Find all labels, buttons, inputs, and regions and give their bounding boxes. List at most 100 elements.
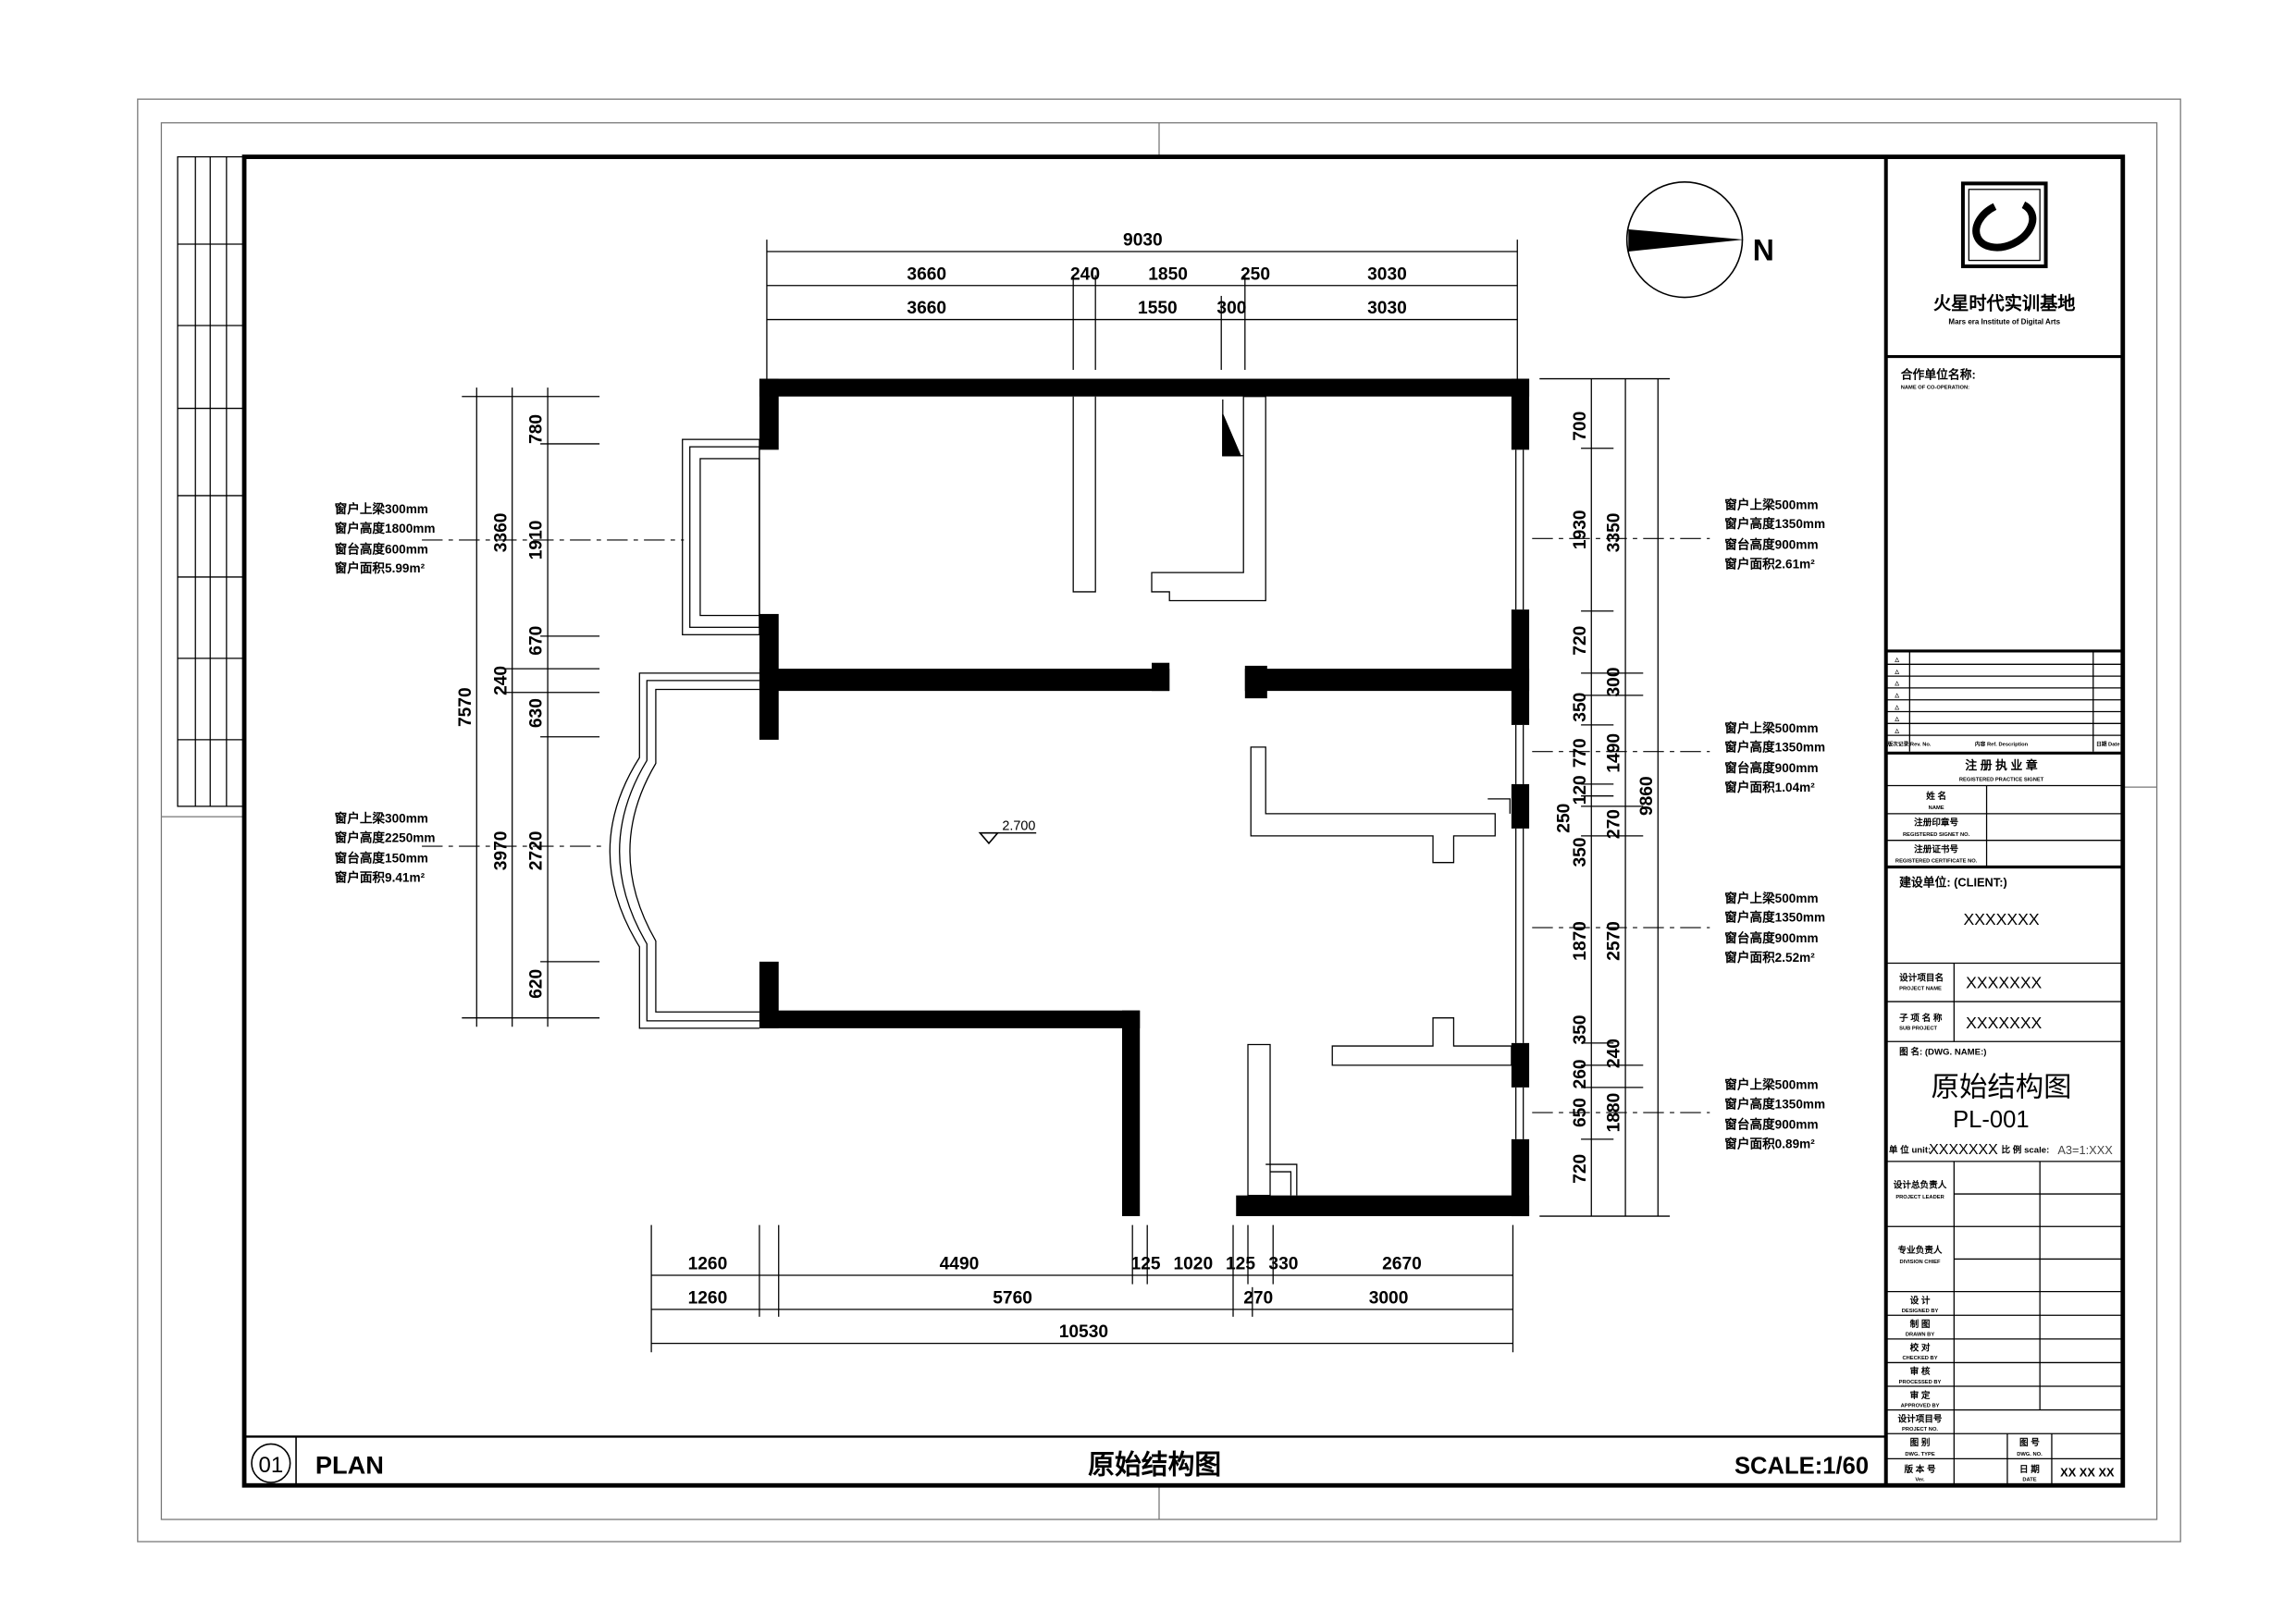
svg-text:版 本 号: 版 本 号: [1903, 1464, 1936, 1475]
svg-text:NAME: NAME: [1929, 805, 1944, 811]
svg-text:内容 Ref. Description: 内容 Ref. Description: [1975, 740, 2029, 747]
svg-text:3030: 3030: [1367, 264, 1407, 284]
window-leader-lines: [422, 537, 1710, 1113]
svg-text:窗户上梁500mm: 窗户上梁500mm: [1724, 720, 1818, 735]
svg-text:N: N: [1753, 234, 1774, 267]
svg-text:窗户上梁500mm: 窗户上梁500mm: [1724, 891, 1818, 905]
svg-text:250: 250: [1241, 264, 1270, 284]
svg-text:PROJECT NAME: PROJECT NAME: [1899, 986, 1942, 991]
svg-text:窗户高度1350mm: 窗户高度1350mm: [1724, 1096, 1825, 1111]
svg-text:窗台高度900mm: 窗台高度900mm: [1724, 930, 1818, 945]
svg-text:PROCESSED BY: PROCESSED BY: [1899, 1380, 1942, 1385]
svg-text:窗户高度1800mm: 窗户高度1800mm: [335, 521, 436, 535]
svg-text:2.700: 2.700: [1002, 818, 1035, 833]
svg-text:720: 720: [1571, 1154, 1590, 1184]
svg-text:300: 300: [1605, 668, 1624, 697]
svg-text:窗户面积2.61m²: 窗户面积2.61m²: [1724, 556, 1815, 571]
svg-text:2570: 2570: [1605, 921, 1624, 961]
elevation-mark: 2.700: [978, 818, 1037, 845]
svg-text:日 期: 日 期: [2019, 1464, 2040, 1475]
svg-text:窗户上梁500mm: 窗户上梁500mm: [1724, 497, 1818, 511]
window-annotations-left: 窗户上梁300mm 窗户高度1800mm 窗台高度600mm 窗户面积5.99m…: [335, 501, 436, 884]
svg-text:DESIGNED BY: DESIGNED BY: [1902, 1309, 1939, 1314]
svg-text:CHECKED BY: CHECKED BY: [1903, 1356, 1938, 1361]
svg-text:XXXXXXX: XXXXXXX: [1966, 974, 2042, 992]
svg-text:10530: 10530: [1059, 1322, 1108, 1342]
svg-text:9860: 9860: [1637, 776, 1657, 816]
svg-text:350: 350: [1571, 837, 1590, 867]
svg-text:子 项 名 称: 子 项 名 称: [1899, 1013, 1943, 1024]
svg-text:3660: 3660: [907, 299, 946, 318]
svg-text:专业负责人: 专业负责人: [1898, 1245, 1943, 1256]
plan-label: PLAN: [315, 1450, 384, 1479]
svg-text:3970: 3970: [491, 831, 511, 871]
svg-text:5760: 5760: [993, 1288, 1032, 1308]
svg-text:DATE: DATE: [2022, 1477, 2036, 1482]
svg-text:4490: 4490: [940, 1255, 980, 1274]
svg-text:窗台高度900mm: 窗台高度900mm: [1724, 760, 1818, 775]
svg-text:姓 名: 姓 名: [1926, 791, 1946, 802]
revision-table: [1885, 649, 2123, 755]
svg-text:PROJECT LEADER: PROJECT LEADER: [1895, 1195, 1944, 1200]
logo-icon: [1960, 181, 2048, 268]
svg-text:1870: 1870: [1571, 921, 1590, 961]
plan-number: 01: [258, 1453, 283, 1478]
svg-text:300: 300: [1216, 299, 1246, 318]
svg-text:2670: 2670: [1382, 1255, 1422, 1274]
svg-text:SUB PROJECT: SUB PROJECT: [1899, 1026, 1937, 1031]
svg-text:窗台高度600mm: 窗台高度600mm: [335, 541, 428, 556]
svg-text:1880: 1880: [1605, 1093, 1624, 1133]
svg-text:350: 350: [1571, 693, 1590, 722]
svg-text:3660: 3660: [907, 264, 946, 284]
svg-text:图 名: (DWG. NAME:): 图 名: (DWG. NAME:): [1899, 1047, 1986, 1058]
svg-text:270: 270: [1243, 1288, 1273, 1308]
svg-text:120: 120: [1571, 775, 1590, 805]
inner-border: [160, 122, 2158, 1520]
svg-text:1260: 1260: [688, 1255, 728, 1274]
svg-text:3350: 3350: [1605, 513, 1624, 553]
floor-plan-walls: [759, 378, 1530, 1217]
plan-title: 原始结构图: [1088, 1450, 1221, 1480]
svg-text:合作单位名称:: 合作单位名称:: [1900, 368, 1976, 382]
svg-text:NAME OF CO-OPERATION:: NAME OF CO-OPERATION:: [1901, 386, 1969, 391]
svg-text:650: 650: [1571, 1098, 1590, 1127]
svg-text:REGISTERED PRACTICE SIGNET: REGISTERED PRACTICE SIGNET: [1959, 778, 2044, 783]
svg-text:校 对: 校 对: [1910, 1343, 1931, 1354]
svg-text:REGISTERED SIGNET NO.: REGISTERED SIGNET NO.: [1903, 832, 1970, 838]
svg-text:△: △: [1894, 657, 1899, 663]
svg-text:XXXXXXX: XXXXXXX: [1929, 1142, 1998, 1158]
svg-text:1260: 1260: [688, 1288, 728, 1308]
svg-text:制 图: 制 图: [1910, 1319, 1931, 1330]
svg-text:窗户上梁300mm: 窗户上梁300mm: [335, 811, 428, 826]
north-arrow-icon: N: [1625, 180, 1774, 299]
svg-text:9030: 9030: [1123, 231, 1163, 251]
svg-text:设计项目名: 设计项目名: [1899, 973, 1944, 984]
svg-text:DIVISION CHIEF: DIVISION CHIEF: [1899, 1260, 1941, 1265]
svg-text:注 册 执 业 章: 注 册 执 业 章: [1965, 758, 2037, 772]
svg-text:单 位 unit:: 单 位 unit:: [1889, 1144, 1931, 1155]
svg-text:1490: 1490: [1605, 733, 1624, 773]
svg-text:7570: 7570: [456, 687, 475, 727]
svg-text:窗户面积1.04m²: 窗户面积1.04m²: [1724, 780, 1815, 794]
svg-text:窗户面积5.99m²: 窗户面积5.99m²: [335, 560, 426, 575]
svg-text:125: 125: [1226, 1255, 1255, 1274]
svg-text:△: △: [1894, 693, 1899, 699]
svg-text:审 定: 审 定: [1910, 1390, 1931, 1401]
svg-text:1930: 1930: [1571, 510, 1590, 549]
svg-text:240: 240: [491, 666, 511, 695]
svg-text:设 计: 设 计: [1910, 1295, 1931, 1306]
svg-text:Mars era Institute of Digital: Mars era Institute of Digital Arts: [1948, 317, 2060, 326]
svg-text:图 别: 图 别: [1910, 1437, 1931, 1448]
svg-text:△: △: [1894, 716, 1899, 722]
svg-text:A3=1:XXX: A3=1:XXX: [2057, 1143, 2113, 1157]
svg-text:窗户上梁500mm: 窗户上梁500mm: [1724, 1076, 1818, 1091]
svg-text:窗台高度900mm: 窗台高度900mm: [1724, 1117, 1818, 1132]
svg-text:350: 350: [1571, 1014, 1590, 1044]
svg-text:1020: 1020: [1173, 1255, 1213, 1274]
svg-text:250: 250: [1554, 804, 1574, 833]
svg-text:△: △: [1894, 669, 1899, 675]
svg-text:△: △: [1894, 704, 1899, 710]
svg-text:注册印章号: 注册印章号: [1914, 818, 1958, 829]
svg-text:125: 125: [1131, 1255, 1161, 1274]
